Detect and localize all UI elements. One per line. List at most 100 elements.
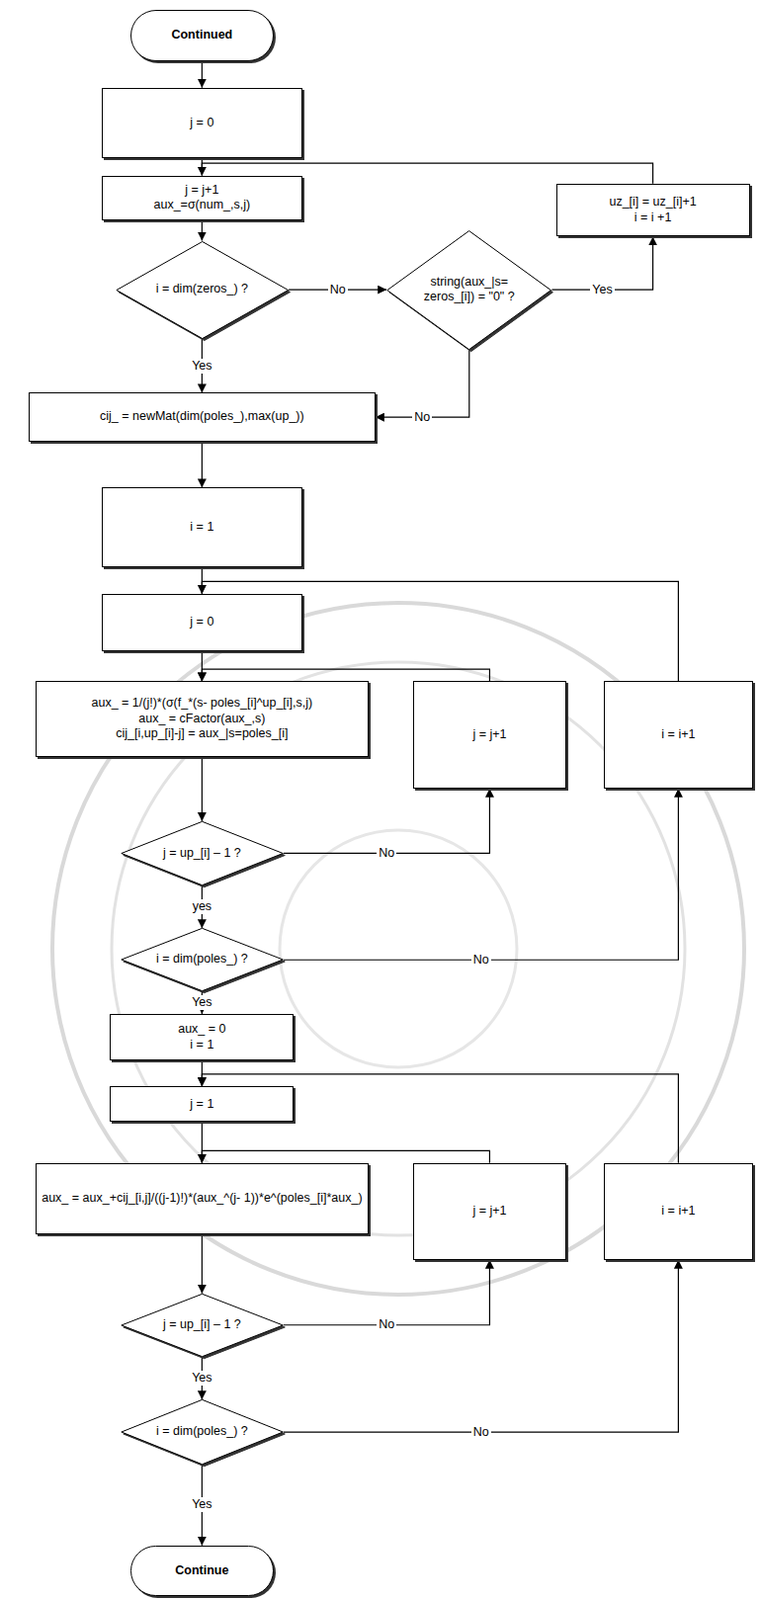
process-box: cij_ = newMat(dim(poles_),max(up_)): [28, 392, 376, 442]
node-text-group: j = 1: [115, 1097, 288, 1113]
process-box: j = 0: [101, 87, 302, 159]
edge-label: No: [471, 1425, 492, 1440]
node-text-group: i = i+1: [609, 1203, 748, 1220]
node-label: j = 0: [107, 115, 296, 132]
flow-connector: [201, 441, 203, 488]
node-label: cij_ = newMat(dim(poles_),max(up_)): [34, 409, 370, 425]
edge-label: Yes: [590, 282, 614, 298]
flow-connector: [201, 669, 490, 681]
edge-label: No: [328, 282, 348, 298]
node-label: j = 1: [115, 1097, 288, 1113]
flow-connector: [283, 1260, 678, 1433]
diamond-shape: [387, 230, 552, 349]
node-text-group: aux_ = aux_+cij_[i,j]/((j-1)!)*(aux_^(j-…: [41, 1190, 362, 1207]
node-label: cij_[i,up_[i]-j] = aux_|s=poles_[i]: [41, 726, 362, 743]
edge-label: No: [376, 1317, 397, 1333]
node-text-group: i = dim(zeros_) ?: [150, 281, 254, 298]
node-label: i = i+1: [609, 727, 748, 744]
watermark-emblem: [279, 830, 517, 1068]
node-label: j = up_[i] – 1 ?: [153, 845, 252, 862]
node-label: i = dim(poles_) ?: [153, 951, 252, 968]
node-label: i = 1: [115, 1037, 288, 1054]
process-box: i = 1: [101, 487, 302, 568]
decision-diamond: j = up_[i] – 1 ?: [120, 1293, 284, 1357]
process-box: aux_ = 1/(j!)*(σ(f_*(s- poles_[i]^up_[i]…: [35, 680, 368, 757]
node-label: i = i+1: [609, 1203, 748, 1220]
flow-connector: [201, 757, 203, 822]
flow-connector: [201, 1234, 203, 1294]
flow-connector: [375, 349, 470, 418]
node-label: i = dim(poles_) ?: [153, 1424, 252, 1440]
edge-label: Yes: [189, 1497, 214, 1513]
node-text-group: j = up_[i] – 1 ?: [153, 845, 252, 862]
node-text-group: j = up_[i] – 1 ?: [153, 1317, 252, 1334]
node-text-group: j = 0: [107, 614, 296, 631]
node-text-group: j = j+1: [419, 727, 561, 744]
node-label: aux_ = aux_+cij_[i,j]/((j-1)!)*(aux_^(j-…: [41, 1190, 362, 1207]
flow-connector: [283, 788, 678, 960]
node-label: i = i +1: [562, 210, 745, 227]
node-text-group: j = 0: [107, 115, 296, 132]
node-text-group: i = i+1: [609, 727, 748, 744]
node-label: string(aux_|s= zeros_[i]) = "0" ?: [420, 274, 518, 306]
node-text-group: Continued: [145, 27, 259, 44]
edge-label: No: [412, 410, 432, 425]
edge-label: No: [471, 952, 492, 968]
node-label: j = j+1: [107, 182, 296, 199]
node-label: uz_[i] = uz_[i]+1: [562, 194, 745, 211]
diamond-shape: [121, 1399, 283, 1464]
process-box: i = i+1: [603, 680, 754, 788]
node-text-group: string(aux_|s= zeros_[i]) = "0" ?: [420, 274, 518, 306]
node-label: aux_ = 0: [115, 1021, 288, 1038]
diamond-shape: [121, 1293, 283, 1356]
node-text-group: i = 1: [107, 519, 296, 536]
decision-diamond: i = dim(poles_) ?: [120, 1399, 284, 1465]
node-text-group: uz_[i] = uz_[i]+1i = i +1: [562, 194, 745, 226]
node-text-group: cij_ = newMat(dim(poles_),max(up_)): [34, 409, 370, 425]
decision-diamond: string(aux_|s= zeros_[i]) = "0" ?: [386, 230, 552, 350]
diamond-shape: [121, 821, 283, 885]
edge-label: Yes: [189, 358, 214, 374]
node-label: j = 0: [107, 614, 296, 631]
node-label: j = j+1: [419, 1203, 561, 1220]
flow-connector: [201, 61, 203, 88]
diamond-shape: [121, 929, 283, 992]
terminal: Continued: [130, 9, 274, 62]
edge-label: yes: [190, 899, 214, 915]
process-box: i = i+1: [603, 1163, 754, 1261]
process-box: j = 1: [109, 1086, 294, 1122]
diamond-shape: [116, 241, 289, 339]
process-box: j = j+1aux_=σ(num_,s,j): [101, 175, 302, 221]
node-label: aux_ = cFactor(aux_,s): [41, 711, 362, 728]
process-box: aux_ = 0i = 1: [109, 1014, 294, 1061]
process-box: j = j+1: [413, 1163, 567, 1261]
node-text-group: aux_ = 0i = 1: [115, 1021, 288, 1053]
edge-label: Yes: [189, 1370, 214, 1386]
node-text-group: j = j+1aux_=σ(num_,s,j): [107, 182, 296, 214]
flow-connector: [283, 788, 491, 854]
process-box: uz_[i] = uz_[i]+1i = i +1: [556, 183, 751, 238]
edge-label: Yes: [189, 995, 214, 1011]
flow-connector: [283, 1260, 491, 1326]
node-label: i = 1: [107, 519, 296, 536]
decision-diamond: i = dim(zeros_) ?: [115, 241, 289, 339]
node-text-group: j = j+1: [419, 1203, 561, 1220]
node-label: j = j+1: [419, 727, 561, 744]
node-label: Continued: [145, 27, 259, 44]
flow-connector: [201, 1150, 490, 1163]
node-label: aux_ = 1/(j!)*(σ(f_*(s- poles_[i]^up_[i]…: [41, 695, 362, 712]
node-label: j = up_[i] – 1 ?: [153, 1317, 252, 1334]
flow-connector: [201, 220, 203, 242]
process-box: aux_ = aux_+cij_[i,j]/((j-1)!)*(aux_^(j-…: [35, 1163, 368, 1235]
node-text-group: i = dim(poles_) ?: [153, 1424, 252, 1440]
process-box: j = 0: [101, 593, 302, 652]
node-label: aux_=σ(num_,s,j): [107, 197, 296, 214]
node-text-group: i = dim(poles_) ?: [153, 951, 252, 968]
process-box: j = j+1: [413, 680, 567, 788]
decision-diamond: j = up_[i] – 1 ?: [120, 821, 284, 886]
node-text-group: aux_ = 1/(j!)*(σ(f_*(s- poles_[i]^up_[i]…: [41, 695, 362, 743]
edge-label: No: [376, 845, 397, 861]
